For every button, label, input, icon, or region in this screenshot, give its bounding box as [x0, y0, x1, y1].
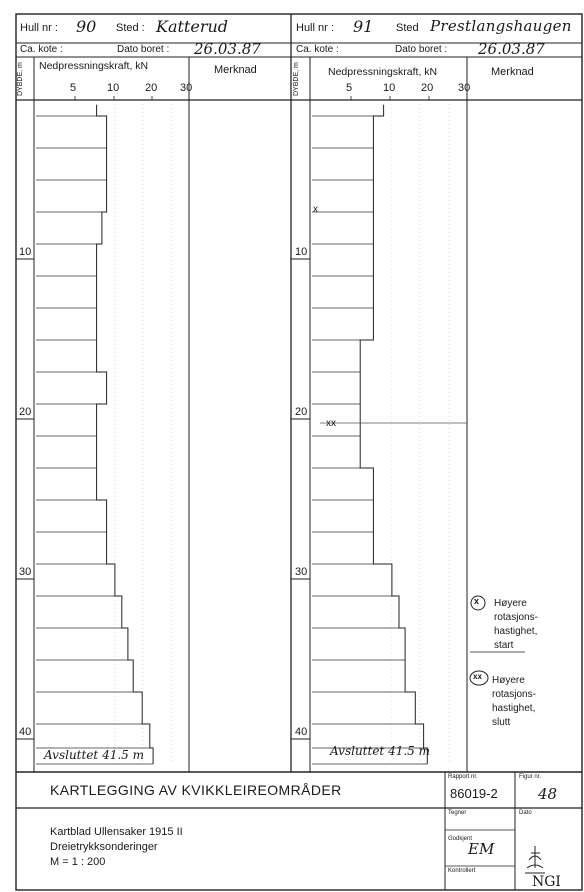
chart-plot-right	[312, 104, 428, 765]
legend-text-slutt: Høyere rotasjons- hastighet, slutt	[492, 675, 536, 728]
hull-label-right: Hull nr :	[296, 22, 334, 34]
figur-nr: 48	[538, 785, 558, 803]
rapport-nr: 86019-2	[450, 786, 498, 801]
desc-scale: M = 1 : 200	[50, 856, 106, 868]
ngi-logo	[525, 846, 545, 874]
kontrollert-label: Kontrollert	[448, 868, 476, 874]
tick-5-right: 5	[346, 82, 353, 94]
depth-40-right: 40	[295, 726, 308, 738]
rapport-label: Rapport nr.	[448, 774, 478, 780]
merknad-label-left: Merknad	[214, 64, 257, 76]
tick-10-right: 10	[383, 82, 396, 94]
kraft-label-left: Nedpressningskraft, kN	[39, 60, 149, 72]
tick-10-left: 10	[107, 82, 120, 94]
legend-symbol-xx: xx	[473, 672, 482, 681]
figur-label: Figur nr.	[519, 774, 542, 780]
godkjent-label: Godkjent	[448, 836, 473, 842]
force-scale-ticks	[74, 96, 468, 100]
dato-left: 26.03.87	[194, 40, 261, 58]
chart-grid-right	[391, 100, 450, 764]
legend-symbol-x: x	[474, 596, 480, 606]
sheet-frame	[15, 13, 583, 891]
depth-10-left: 10	[19, 246, 32, 258]
avsluttet-left: Avsluttet 41.5 m	[44, 748, 144, 762]
merknad-label-right: Merknad	[491, 66, 534, 78]
marker-xx: xx	[326, 418, 336, 429]
tick-5-left: 5	[70, 82, 77, 94]
dybde-label-right: DYBDE, m	[293, 62, 300, 96]
sted-right: Prestlangshaugen	[430, 17, 572, 35]
hull-label-left: Hull nr :	[20, 22, 58, 34]
depth-ticks	[16, 258, 310, 740]
tegner-label: Tegner	[448, 810, 467, 816]
sounding-curve-left	[96, 104, 154, 764]
tick-30-left: 30	[180, 82, 193, 94]
dato-label-left: Dato boret :	[117, 44, 170, 55]
tick-30-right: 30	[458, 82, 471, 94]
hull-nr-right: 91	[353, 17, 374, 36]
chart-plot-left	[36, 104, 154, 765]
kote-label-left: Ca. kote :	[20, 44, 63, 55]
desc-kartblad: Kartblad Ullensaker 1915 II	[50, 826, 183, 838]
ngi-logo-text: NGI	[532, 874, 561, 890]
depth-20-right: 20	[295, 406, 308, 418]
depth-30-right: 30	[295, 566, 308, 578]
depth-20-left: 20	[19, 406, 32, 418]
legend-text-start: Høyere rotasjons- hastighet, start	[494, 598, 538, 651]
dato-label-right: Dato boret :	[395, 44, 448, 55]
depth-40-left: 40	[19, 726, 32, 738]
depth-30-left: 30	[19, 566, 32, 578]
depth-10-right: 10	[295, 246, 308, 258]
marker-x: x	[313, 204, 318, 215]
kraft-label-right: Nedpressningskraft, kN	[328, 66, 438, 78]
dato-label-block: Dato	[519, 810, 532, 816]
dybde-label-left: DYBDE, m	[17, 62, 24, 96]
dato-right: 26.03.87	[478, 40, 545, 58]
sounding-curve-right	[359, 104, 428, 764]
tick-20-left: 20	[145, 82, 158, 94]
sted-label-left: Sted :	[116, 22, 145, 34]
desc-method: Dreietrykksonderinger	[50, 841, 158, 853]
sted-left: Katterud	[156, 17, 229, 36]
avsluttet-right: Avsluttet 41.5 m	[330, 744, 430, 758]
hull-nr-left: 90	[76, 17, 97, 36]
chart-grid-left	[114, 100, 172, 764]
legend-circles	[469, 595, 525, 686]
drawing-title: KARTLEGGING AV KVIKKLEIREOMRÅDER	[50, 782, 342, 798]
sted-label-right: Sted	[396, 22, 419, 34]
godkjent-initials: EM	[468, 840, 495, 858]
kote-label-right: Ca. kote :	[296, 44, 339, 55]
tick-20-right: 20	[421, 82, 434, 94]
